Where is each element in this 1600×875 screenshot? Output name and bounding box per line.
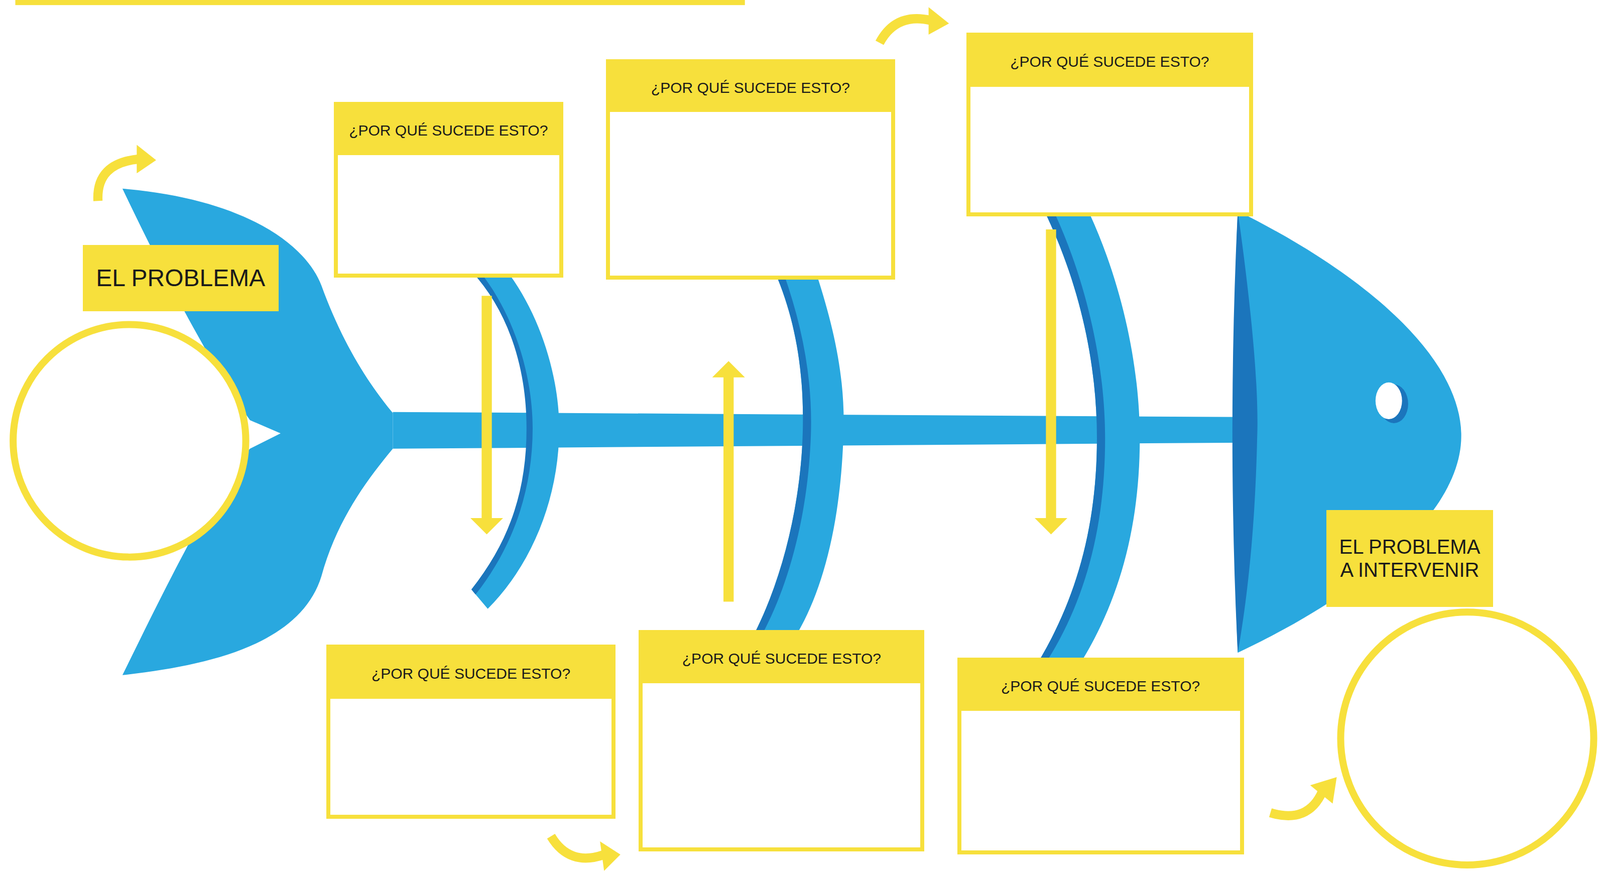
box-heading: ¿POR QUÉ SUCEDE ESTO?: [1010, 53, 1209, 71]
problem-ring: [1340, 611, 1594, 866]
fish-bone: [1040, 214, 1140, 659]
arrow-head: [136, 144, 157, 174]
cause-box: ¿POR QUÉ SUCEDE ESTO?: [333, 101, 564, 278]
arrow-head: [928, 7, 950, 35]
fish-bone-shade: [755, 273, 812, 633]
box-heading: ¿POR QUÉ SUCEDE ESTO?: [348, 121, 548, 140]
box-header: ¿POR QUÉ SUCEDE ESTO?: [961, 661, 1241, 711]
arrow-head: [712, 360, 746, 378]
box-heading: ¿POR QUÉ SUCEDE ESTO?: [1001, 677, 1200, 695]
box-heading: ¿POR QUÉ SUCEDE ESTO?: [682, 650, 882, 668]
fish-gill: [1232, 211, 1258, 654]
problem-ring: [13, 324, 246, 557]
box-body: [330, 698, 611, 709]
yellow-arrow: [1045, 229, 1056, 521]
fish-bone-shade: [471, 271, 533, 595]
cause-box: ¿POR QUÉ SUCEDE ESTO?: [326, 644, 615, 819]
box-body: [609, 111, 891, 122]
cause-box: ¿POR QUÉ SUCEDE ESTO?: [605, 59, 895, 280]
fish-bone-shade: [1040, 214, 1105, 659]
problem-label: EL PROBLEMA A INTERVENIR: [1326, 510, 1493, 607]
fish-bone: [471, 271, 560, 609]
arrow-head: [470, 518, 504, 535]
box-heading: ¿POR QUÉ SUCEDE ESTO?: [651, 79, 850, 97]
problem-label: EL PROBLEMA: [82, 244, 279, 312]
box-body: [961, 710, 1241, 721]
cause-box: ¿POR QUÉ SUCEDE ESTO?: [638, 630, 925, 852]
curved-arrow: [879, 18, 931, 43]
box-body: [642, 683, 921, 694]
box-body: [337, 155, 560, 166]
box-header: ¿POR QUÉ SUCEDE ESTO?: [642, 634, 921, 684]
box-body: [970, 86, 1250, 97]
arrow-head: [1034, 518, 1068, 535]
problem-title: EL PROBLEMA A INTERVENIR: [1332, 535, 1487, 582]
arrow-head: [599, 841, 621, 872]
fish-bone: [755, 273, 844, 633]
cause-box: ¿POR QUÉ SUCEDE ESTO?: [957, 657, 1245, 855]
problem-title: EL PROBLEMA: [95, 264, 266, 292]
box-header: ¿POR QUÉ SUCEDE ESTO?: [330, 648, 611, 699]
top-rule: [15, 0, 745, 6]
yellow-arrow: [723, 375, 734, 602]
fish-eye: [1375, 382, 1403, 420]
box-header: ¿POR QUÉ SUCEDE ESTO?: [609, 63, 891, 113]
curved-arrow: [551, 836, 605, 859]
curved-arrow: [1270, 791, 1323, 816]
yellow-arrow: [481, 295, 492, 521]
box-heading: ¿POR QUÉ SUCEDE ESTO?: [371, 665, 571, 683]
problem-circle: EL PROBLEMA: [8, 244, 279, 564]
box-header: ¿POR QUÉ SUCEDE ESTO?: [970, 36, 1250, 87]
problem-circle: EL PROBLEMA A INTERVENIR: [1326, 510, 1600, 870]
arrow-head: [1310, 777, 1337, 804]
box-header: ¿POR QUÉ SUCEDE ESTO?: [337, 105, 560, 156]
curved-arrow: [97, 159, 139, 201]
cause-box: ¿POR QUÉ SUCEDE ESTO?: [966, 32, 1254, 217]
